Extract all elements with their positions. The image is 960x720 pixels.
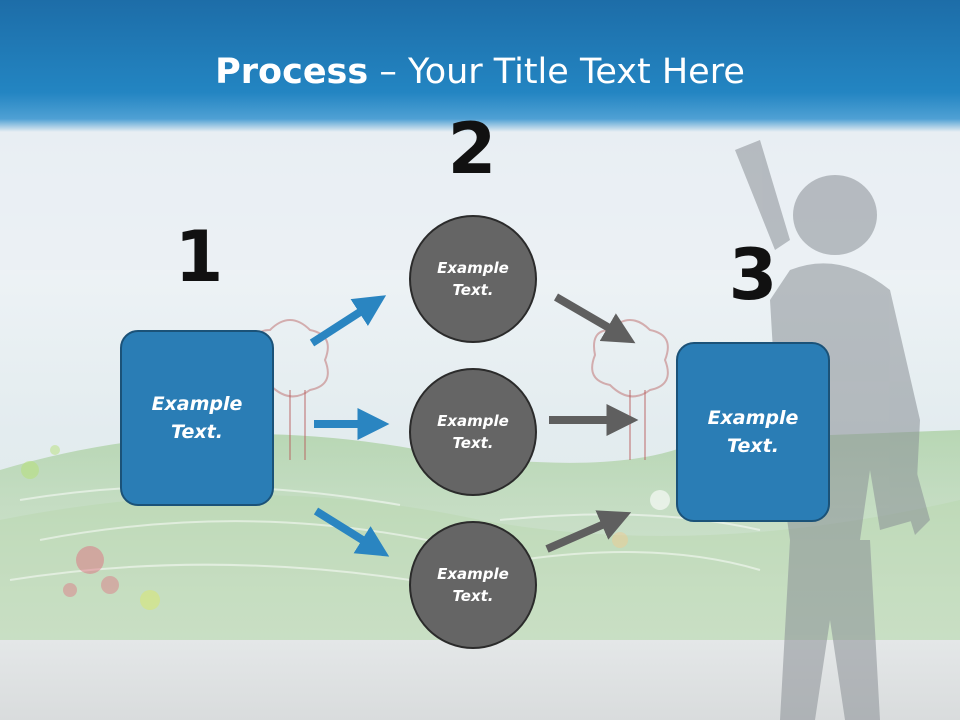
step-2-circle-middle: Example Text. bbox=[409, 368, 537, 496]
paint-splatter bbox=[21, 445, 670, 610]
circle-bottom-text: Example Text. bbox=[437, 564, 509, 606]
step-number-2: 2 bbox=[447, 108, 497, 190]
slide-title: Process – Your Title Text Here bbox=[0, 52, 960, 92]
circle-top-text: Example Text. bbox=[437, 258, 509, 300]
title-bar bbox=[0, 0, 960, 132]
step-number-3: 3 bbox=[728, 234, 778, 316]
step-3-text: Example Text. bbox=[707, 406, 799, 458]
step-1-text: Example Text. bbox=[151, 392, 243, 444]
arrow-blue-up bbox=[309, 295, 387, 347]
step-2-circle-top: Example Text. bbox=[409, 215, 537, 343]
title-strong: Process bbox=[215, 52, 369, 92]
arrow-blue-down bbox=[313, 507, 390, 557]
arrow-gray-down bbox=[553, 293, 636, 344]
step-1-box: Example Text. bbox=[120, 330, 274, 506]
title-rest: – Your Title Text Here bbox=[368, 52, 745, 92]
step-number-1: 1 bbox=[174, 216, 224, 298]
circle-middle-text: Example Text. bbox=[437, 411, 509, 453]
step-3-box: Example Text. bbox=[676, 342, 830, 522]
step-2-circle-bottom: Example Text. bbox=[409, 521, 537, 649]
arrow-gray-up bbox=[545, 510, 632, 553]
